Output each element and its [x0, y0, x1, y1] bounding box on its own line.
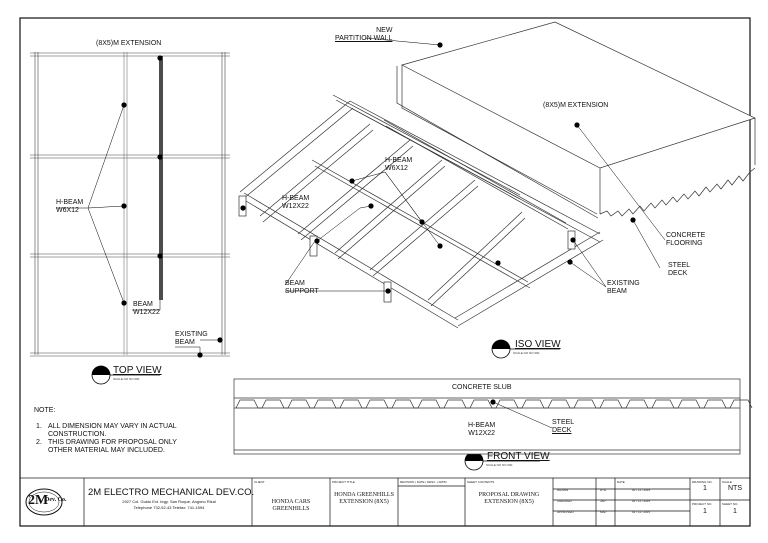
top-view-points	[121, 55, 223, 358]
iso-extension-label: (8X5)M EXTENSION	[543, 102, 609, 109]
view-marker-iso	[491, 339, 560, 359]
front-slab-label: CONCRETE SLUB	[452, 384, 512, 391]
title-block	[19, 477, 751, 527]
top-view-scale: SCALE NO NO 000	[113, 377, 140, 381]
front-view-title: FRONT VIEW	[487, 451, 550, 462]
date-approved: 03 / 11 / 2015	[632, 510, 651, 514]
date-head: DATE	[617, 480, 625, 484]
view-marker-top	[91, 365, 160, 385]
iso-view-scale: SCALE NO NO 000	[513, 351, 540, 355]
sheet-no-head: SHEET NO.	[722, 502, 739, 506]
iso-concrete-label: CONCRETE FLOORING	[666, 232, 706, 247]
top-view-existing-label: EXISTING BEAM	[175, 331, 208, 346]
sheet-contents-head: SHEET CONTENTS	[467, 480, 495, 484]
iso-existing-label: EXISTING BEAM	[607, 280, 640, 295]
front-view-scale: SCALE NO NO 000	[486, 463, 513, 467]
front-steel-label: STEEL DECK	[552, 419, 575, 434]
iso-partition-label: NEW PARTITION WALL	[335, 27, 393, 42]
scale-head: SCALE	[722, 480, 732, 484]
notes-heading: NOTE:	[34, 407, 56, 414]
company-name: 2M ELECTRO MECHANICAL DEV.CO.	[88, 487, 255, 498]
iso-leaders	[284, 37, 666, 292]
checked-by: JAP	[600, 499, 606, 503]
iso-slab	[396, 21, 756, 219]
client-head: CLIENT	[254, 480, 265, 484]
project-head: PROJECT TITLE	[332, 480, 355, 484]
iso-frame	[239, 94, 604, 329]
company-logo	[25, 488, 63, 516]
iso-support-label: BEAM SUPPORT	[285, 280, 319, 295]
date-checked: 03 / 11 / 2015	[632, 499, 651, 503]
approved-by: MAP	[600, 510, 607, 514]
logo-text: 2M	[28, 493, 49, 508]
company-address: 2927 Col. Guido Ext. brgy. San Roque, An…	[122, 499, 216, 504]
top-view-main-beam	[159, 56, 163, 300]
drawn-by: RTR	[600, 488, 607, 492]
drawing-no-head: DRAWING NO.	[692, 480, 713, 484]
top-view-beam-label: BEAM W12X22	[133, 301, 160, 316]
notes: NOTE: 1. ALL DIMENSION MAY VARY IN ACTUA…	[34, 407, 234, 455]
note-item: 2. THIS DRAWING FOR PROPOSAL ONLY OTHER …	[36, 439, 177, 454]
note-item: 1. ALL DIMENSION MAY VARY IN ACTUAL CONS…	[36, 423, 177, 438]
top-view-view-title: TOP VIEW	[113, 365, 162, 376]
sheet-no: 1	[733, 508, 737, 515]
client-name: HONDA CARS GREENHILLS	[271, 499, 311, 512]
top-view-title: (8X5)M EXTENSION	[96, 40, 162, 47]
drawing-no: 1	[703, 485, 707, 492]
date-drawn: 03 / 11 / 2015	[632, 488, 651, 492]
front-hbeam-label: H-BEAM W12X22	[468, 422, 496, 437]
top-view-hbeam-label: H-BEAM W6X12	[56, 199, 84, 214]
company-telephone: Telephone 732-52-43 Telefax: 741-1594	[133, 505, 205, 510]
project-title: HONDA GREENHILLS EXTENSION (8X5)	[334, 492, 394, 505]
sheet-contents: PROPOSAL DRAWING EXTENSION (8X5)	[478, 492, 540, 505]
iso-hbeam-small-label: H-BEAM W6X12	[385, 157, 413, 172]
iso-points	[240, 42, 636, 294]
iso-steel-label: STEEL DECK	[668, 262, 691, 277]
scale-value: NTS	[728, 485, 742, 492]
iso-hbeam-big-label: H-BEAM W12X22	[282, 195, 310, 210]
project-no: 1	[703, 508, 707, 515]
project-no-head: PROJECT NO.	[692, 502, 713, 506]
revision-head: REVISION | DATE | DESC. | APPD	[400, 480, 447, 484]
iso-view-title: ISO VIEW	[515, 339, 561, 350]
drawn-label: DRAWN	[557, 488, 569, 492]
top-view-leaders	[56, 104, 220, 355]
approved-label: APPROVED	[557, 510, 574, 514]
front-view-drawing	[233, 378, 753, 455]
front-view-point	[490, 399, 496, 405]
checked-label: CHECKED	[557, 499, 572, 503]
logo-subtext: Dev. Co.	[45, 497, 67, 503]
front-view-leaders	[492, 401, 553, 429]
